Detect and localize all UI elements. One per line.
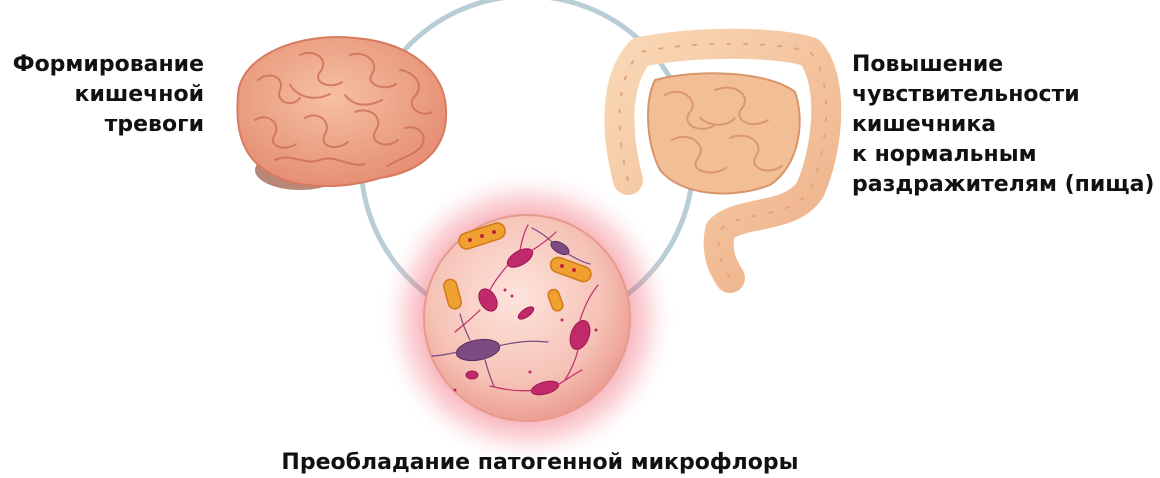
label-right-line-3: кишечника (852, 112, 997, 137)
label-left-line-2: кишечной (74, 82, 204, 107)
label-right-line-1: Повышение (852, 52, 1004, 77)
intestine-illustration (604, 28, 842, 293)
label-right-line-2: чувствительности (852, 82, 1080, 107)
label-left-line-3: тревоги (104, 112, 204, 137)
brain-illustration (236, 36, 448, 190)
label-pathogenic-microflora: Преобладание патогенной микрофлоры (281, 450, 799, 475)
label-right-line-4: к нормальным (852, 142, 1037, 167)
label-gut-anxiety: Формирование кишечной тревоги (0, 50, 204, 140)
label-gut-sensitivity: Повышение чувствительности кишечника к н… (852, 50, 1158, 200)
label-right-line-5: раздражителям (пища) (852, 172, 1155, 197)
label-left-line-1: Формирование (12, 52, 204, 77)
bacteria-illustration (423, 214, 631, 422)
